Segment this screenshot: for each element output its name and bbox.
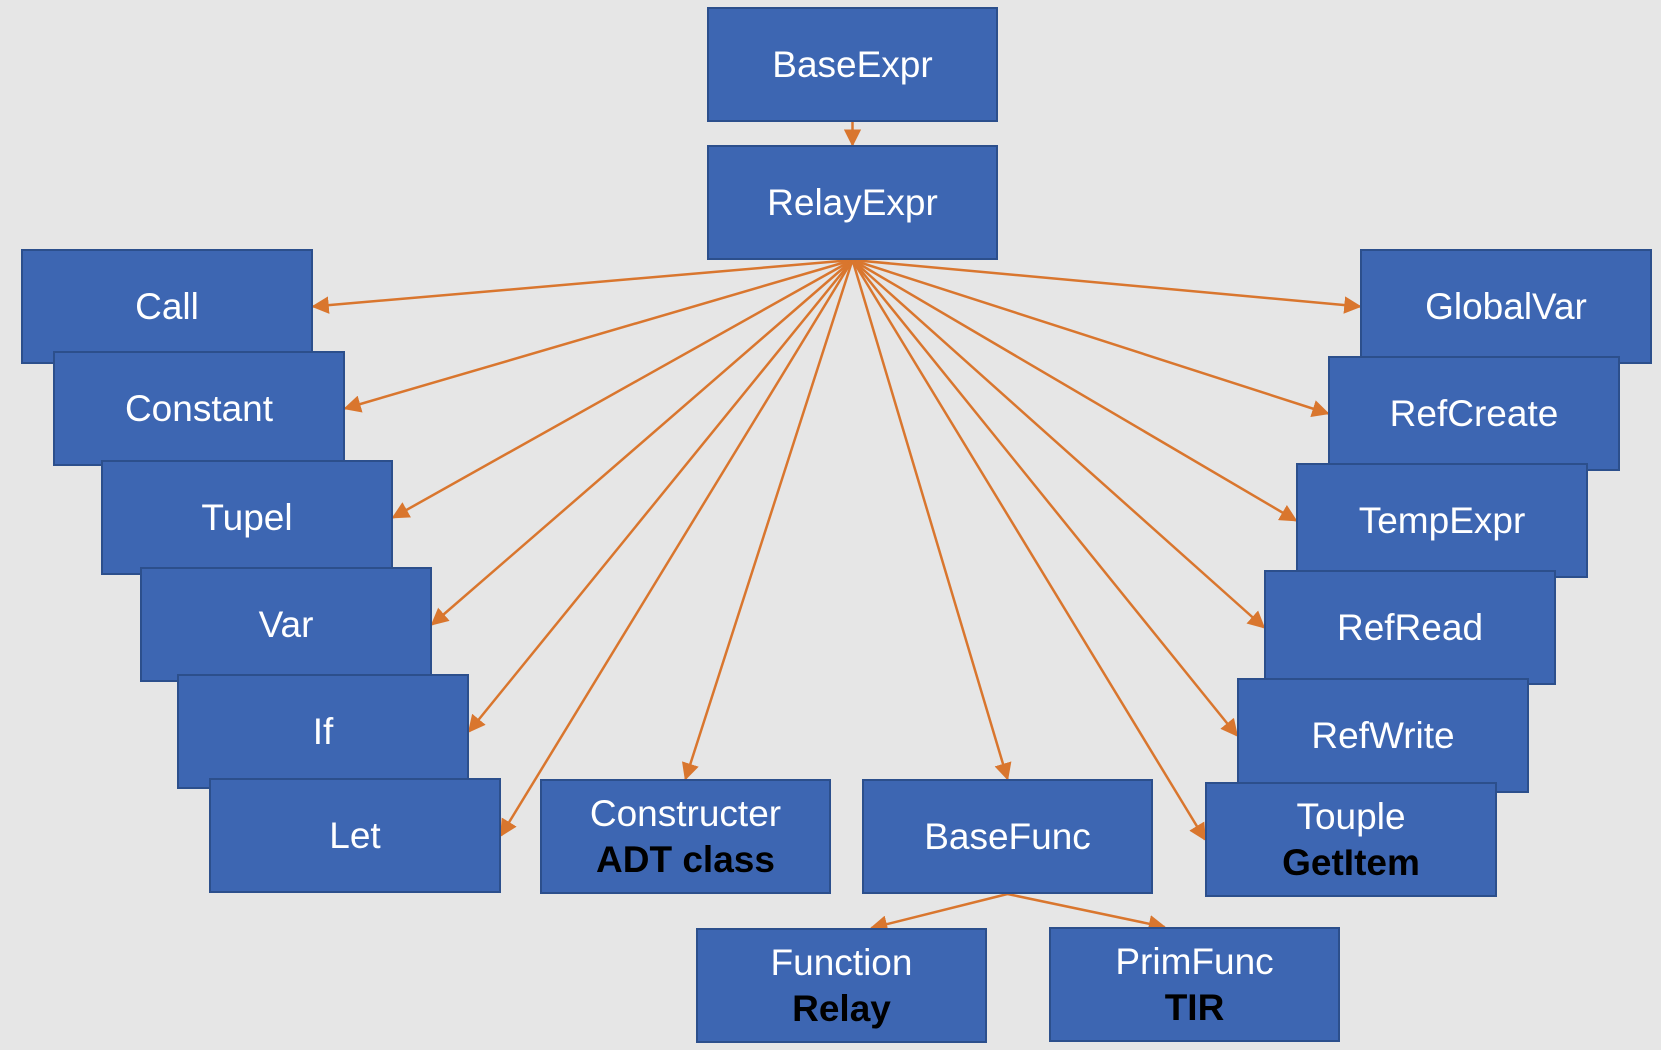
node-tupel: Tupel bbox=[101, 460, 393, 575]
node-sublabel: TIR bbox=[1164, 986, 1225, 1028]
edge-base-func-to-prim-func bbox=[1007, 892, 1167, 933]
node-label: PrimFunc bbox=[1115, 941, 1274, 983]
node-sublabel: GetItem bbox=[1282, 841, 1420, 883]
node-label: TempExpr bbox=[1358, 499, 1526, 541]
node-global-var: GlobalVar bbox=[1360, 249, 1652, 364]
node-label: Touple bbox=[1296, 796, 1406, 838]
node-label: Var bbox=[258, 603, 314, 645]
node-call: Call bbox=[21, 249, 313, 364]
edge-relay-expr-to-touple-get-item bbox=[851, 259, 1207, 841]
node-label: If bbox=[312, 710, 334, 752]
edge-relay-expr-to-base-func bbox=[851, 259, 1012, 781]
node-ref-create: RefCreate bbox=[1328, 356, 1620, 471]
edge-base-func-to-function bbox=[869, 892, 1008, 933]
node-label: BaseExpr bbox=[772, 43, 933, 85]
node-prim-func: PrimFunc TIR bbox=[1049, 927, 1340, 1042]
node-var: Var bbox=[140, 567, 432, 682]
edge-relay-expr-to-ref-write bbox=[851, 259, 1239, 737]
node-label: BaseFunc bbox=[924, 815, 1091, 857]
node-label: Tupel bbox=[201, 496, 293, 538]
node-label: Function bbox=[770, 942, 913, 984]
edge-relay-expr-to-call bbox=[311, 258, 853, 314]
edge-relay-expr-to-var bbox=[430, 259, 854, 626]
edge-relay-expr-to-if bbox=[467, 259, 854, 733]
edge-relay-expr-to-constant bbox=[343, 258, 853, 413]
node-ref-read: RefRead bbox=[1264, 570, 1556, 685]
edge-relay-expr-to-tupel bbox=[391, 258, 854, 519]
node-label: RefWrite bbox=[1311, 714, 1455, 756]
node-base-func: BaseFunc bbox=[862, 779, 1153, 894]
node-constructer: Constructer ADT class bbox=[540, 779, 831, 894]
node-ref-write: RefWrite bbox=[1237, 678, 1529, 793]
edge-relay-expr-to-ref-create bbox=[852, 258, 1330, 417]
edge-relay-expr-to-ref-read bbox=[851, 259, 1266, 629]
node-touple-get-item: Touple GetItem bbox=[1205, 782, 1497, 897]
node-label: Call bbox=[135, 285, 199, 327]
node-temp-expr: TempExpr bbox=[1296, 463, 1588, 578]
node-label: GlobalVar bbox=[1425, 285, 1587, 327]
node-label: RefRead bbox=[1336, 606, 1484, 648]
node-label: Constant bbox=[124, 387, 274, 429]
node-sublabel: ADT class bbox=[596, 838, 775, 880]
edge-relay-expr-to-temp-expr bbox=[851, 258, 1298, 522]
node-let: Let bbox=[209, 778, 501, 893]
node-function: Function Relay bbox=[696, 928, 987, 1043]
node-label: RelayExpr bbox=[767, 181, 938, 223]
node-if: If bbox=[177, 674, 469, 789]
node-base-expr: BaseExpr bbox=[707, 7, 998, 122]
edge-relay-expr-to-global-var bbox=[852, 258, 1362, 314]
node-relay-expr: RelayExpr bbox=[707, 145, 998, 260]
edge-relay-expr-to-constructer bbox=[681, 259, 854, 781]
node-label: RefCreate bbox=[1389, 392, 1559, 434]
node-label: Constructer bbox=[589, 793, 782, 835]
node-label: Let bbox=[329, 814, 381, 856]
edge-relay-expr-to-let bbox=[499, 259, 854, 837]
node-sublabel: Relay bbox=[792, 987, 891, 1029]
node-constant: Constant bbox=[53, 351, 345, 466]
